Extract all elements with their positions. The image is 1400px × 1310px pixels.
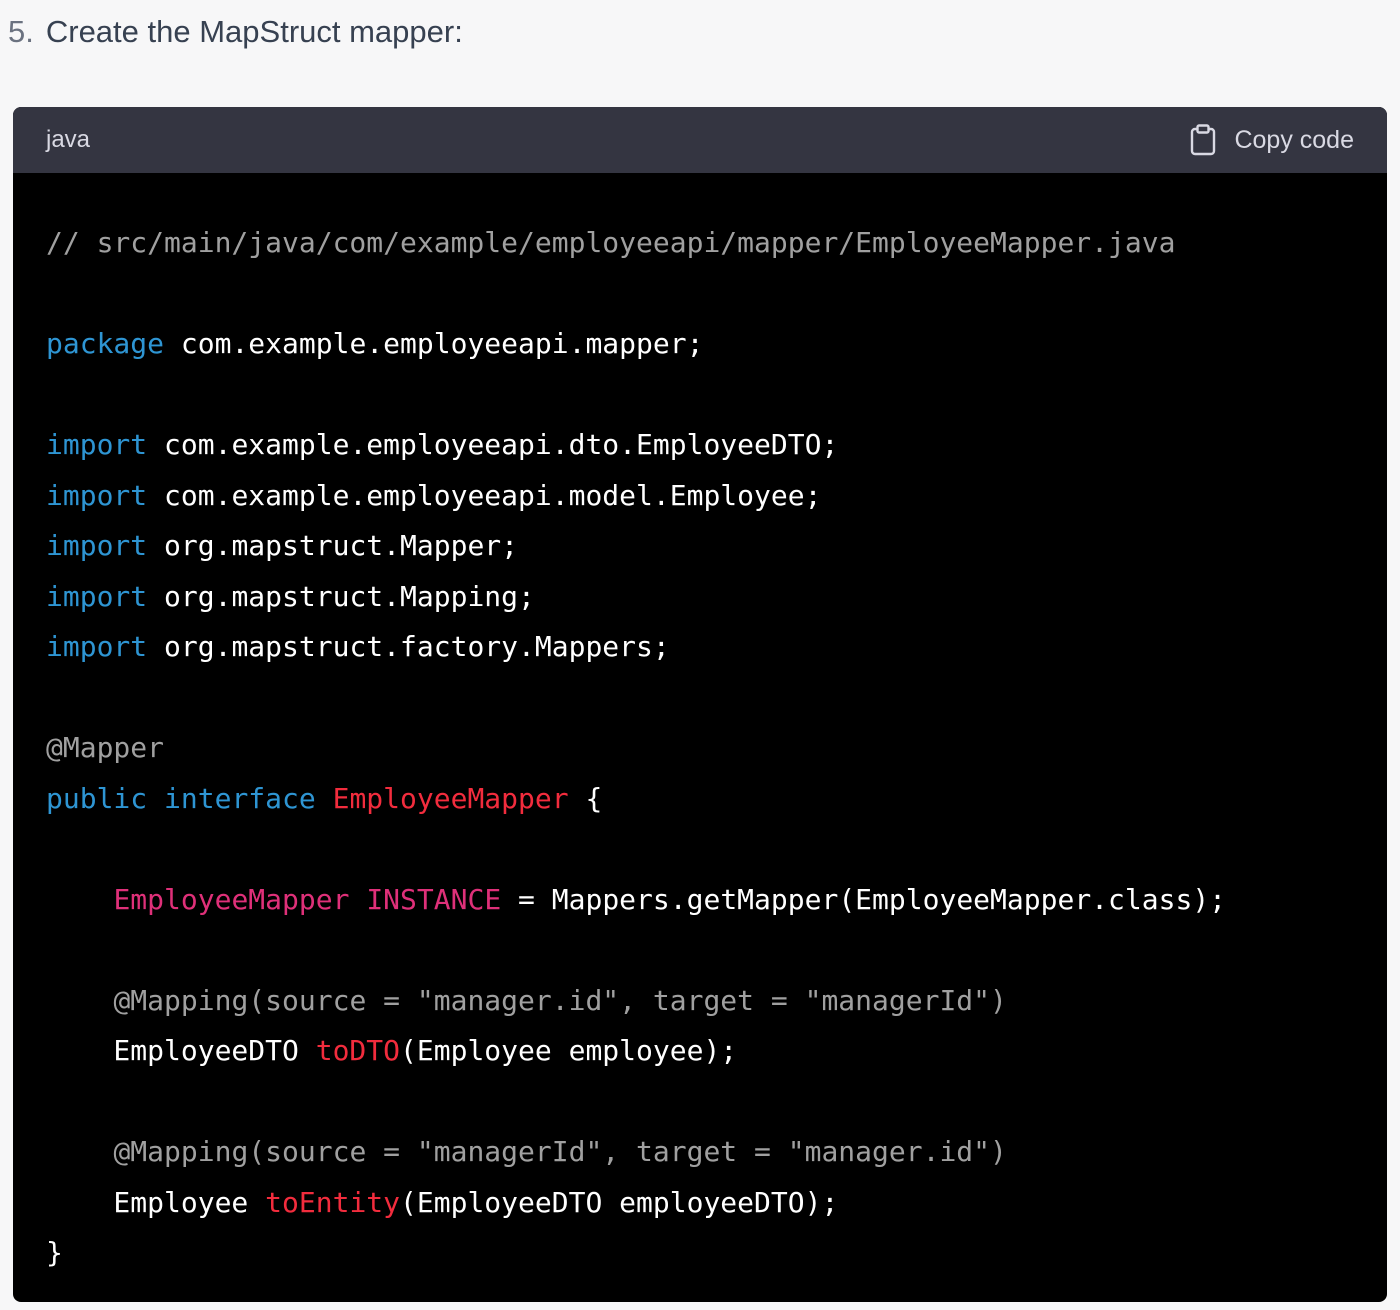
code-token-kw: import bbox=[46, 428, 148, 461]
code-line: import com.example.employeeapi.model.Emp… bbox=[46, 479, 821, 512]
code-token bbox=[46, 1135, 113, 1168]
code-block: java Copy code // src/main/java/com/exam… bbox=[13, 107, 1387, 1302]
code-token-meta: @Mapping(source = "managerId", target = … bbox=[113, 1135, 1007, 1168]
code-token: (Employee employee); bbox=[400, 1034, 738, 1067]
code-token-title: toEntity bbox=[265, 1185, 401, 1219]
code-line: } bbox=[46, 1236, 63, 1269]
code-token: Employee bbox=[46, 1185, 266, 1219]
code-token-attr: EmployeeMapper bbox=[113, 882, 350, 916]
code-token-meta: @Mapping(source = "manager.id", target =… bbox=[113, 983, 1007, 1017]
code-token: com.example.employeeapi.model.Employee; bbox=[147, 478, 822, 512]
code-line: @Mapping(source = "manager.id", target =… bbox=[46, 983, 1007, 1017]
code-line: import org.mapstruct.Mapping; bbox=[46, 580, 535, 613]
code-token-kw: import bbox=[46, 579, 148, 613]
code-token-attr: INSTANCE bbox=[366, 882, 502, 916]
code-token-meta: @Mapper bbox=[46, 731, 165, 764]
code-token-title: EmployeeMapper bbox=[332, 781, 569, 815]
code-token: } bbox=[46, 1236, 63, 1269]
code-token: org.mapstruct.Mapping; bbox=[147, 579, 535, 613]
code-line: EmployeeDTO toDTO(Employee employee); bbox=[46, 1034, 737, 1067]
code-token: = Mappers.getMapper(EmployeeMapper.class… bbox=[501, 882, 1227, 916]
code-line: // src/main/java/com/example/employeeapi… bbox=[46, 226, 1175, 259]
code-content: // src/main/java/com/example/employeeapi… bbox=[13, 173, 1387, 1279]
code-line: import com.example.employeeapi.dto.Emplo… bbox=[46, 428, 838, 461]
step-text: Create the MapStruct mapper: bbox=[45, 14, 463, 49]
code-token: org.mapstruct.factory.Mappers; bbox=[147, 630, 670, 663]
code-token bbox=[46, 883, 113, 916]
code-token: { bbox=[568, 781, 603, 815]
code-token bbox=[349, 883, 366, 916]
code-line: import org.mapstruct.Mapper; bbox=[46, 529, 518, 562]
code-token: org.mapstruct.Mapper; bbox=[147, 529, 519, 562]
code-line: EmployeeMapper INSTANCE = Mappers.getMap… bbox=[46, 883, 1226, 916]
code-token: EmployeeDTO bbox=[46, 1034, 316, 1067]
code-line: @Mapper bbox=[46, 731, 164, 764]
code-line: @Mapping(source = "managerId", target = … bbox=[46, 1135, 1007, 1168]
code-line: import org.mapstruct.factory.Mappers; bbox=[46, 630, 670, 663]
copy-code-button[interactable]: Copy code bbox=[1190, 124, 1354, 156]
copy-code-label: Copy code bbox=[1234, 125, 1354, 154]
code-token: com.example.employeeapi.mapper; bbox=[164, 327, 704, 360]
code-token-kw: package bbox=[46, 327, 165, 360]
code-token-kw: import bbox=[46, 630, 148, 663]
code-token-title: toDTO bbox=[315, 1034, 401, 1067]
code-language-label: java bbox=[46, 126, 91, 153]
code-line: public interface EmployeeMapper { bbox=[46, 782, 602, 815]
step-heading: 5. Create the MapStruct mapper: bbox=[8, 14, 463, 50]
code-token bbox=[46, 984, 113, 1017]
code-block-header: java Copy code bbox=[13, 107, 1387, 173]
code-token-comment: // src/main/java/com/example/employeeapi… bbox=[46, 226, 1176, 259]
code-token: com.example.employeeapi.dto.EmployeeDTO; bbox=[147, 428, 839, 461]
code-line: package com.example.employeeapi.mapper; bbox=[46, 327, 703, 360]
code-token bbox=[147, 782, 164, 815]
code-token bbox=[316, 782, 333, 815]
step-number: 5. bbox=[8, 14, 34, 49]
code-token: (EmployeeDTO employeeDTO); bbox=[400, 1185, 839, 1219]
code-line: Employee toEntity(EmployeeDTO employeeDT… bbox=[46, 1186, 838, 1219]
code-token-kw: interface bbox=[164, 781, 316, 815]
code-token-kw: import bbox=[46, 478, 148, 512]
clipboard-icon bbox=[1190, 124, 1216, 156]
code-token-kw: import bbox=[46, 529, 148, 562]
code-token-kw: public bbox=[46, 781, 148, 815]
